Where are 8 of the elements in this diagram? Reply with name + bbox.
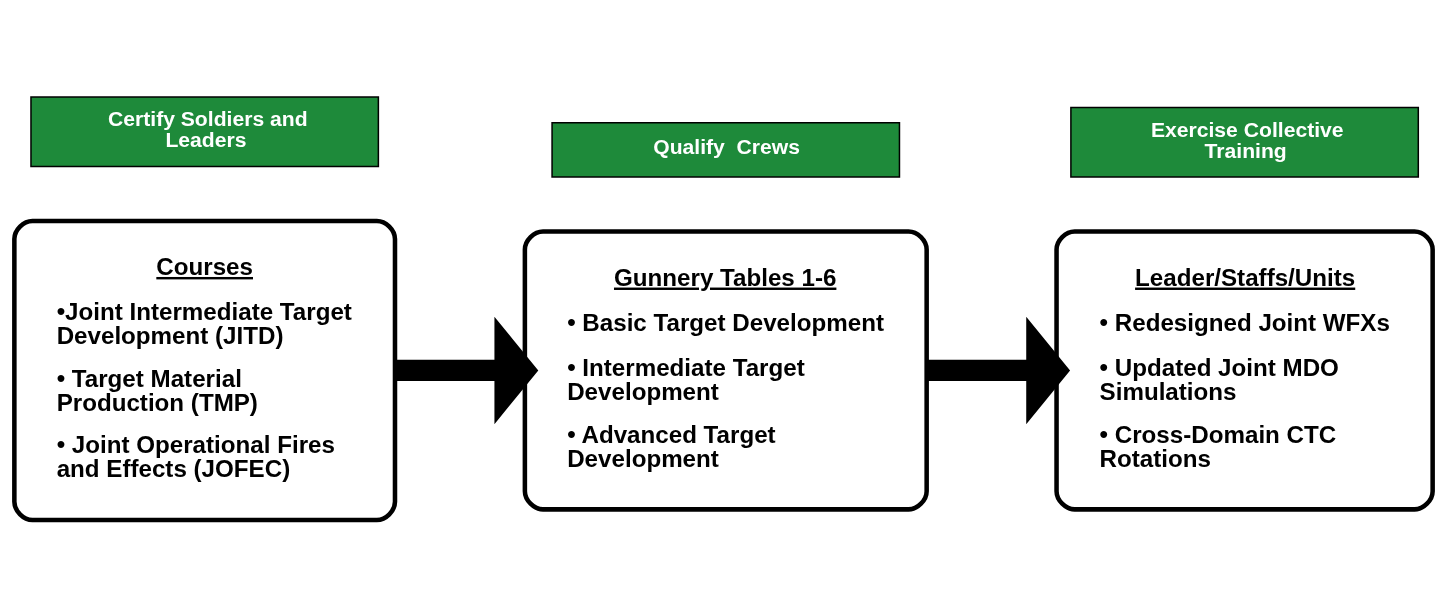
node-box: Gunnery Tables 1-6 • Basic Target Development • Intermediate Target Development • Advanced Target Development	[522, 228, 929, 512]
node-box: Exercise Collective Training	[1070, 106, 1420, 178]
node-box: Courses •Joint Intermediate Target Development (JITD) • Target Material Production (TMP) • Joint Operational Fires and Effects (JOFEC)	[12, 218, 398, 522]
node-box: Certify Soldiers and Leaders	[30, 95, 380, 167]
node-box: Leader/Staffs/Units • Redesigned Joint WFXs • Updated Joint MDO Simulations • Cross-Domain CTC Rotations	[1054, 228, 1435, 512]
node-box: Qualify Crews	[551, 121, 901, 178]
arrow	[926, 316, 1071, 424]
arrow	[395, 316, 539, 424]
